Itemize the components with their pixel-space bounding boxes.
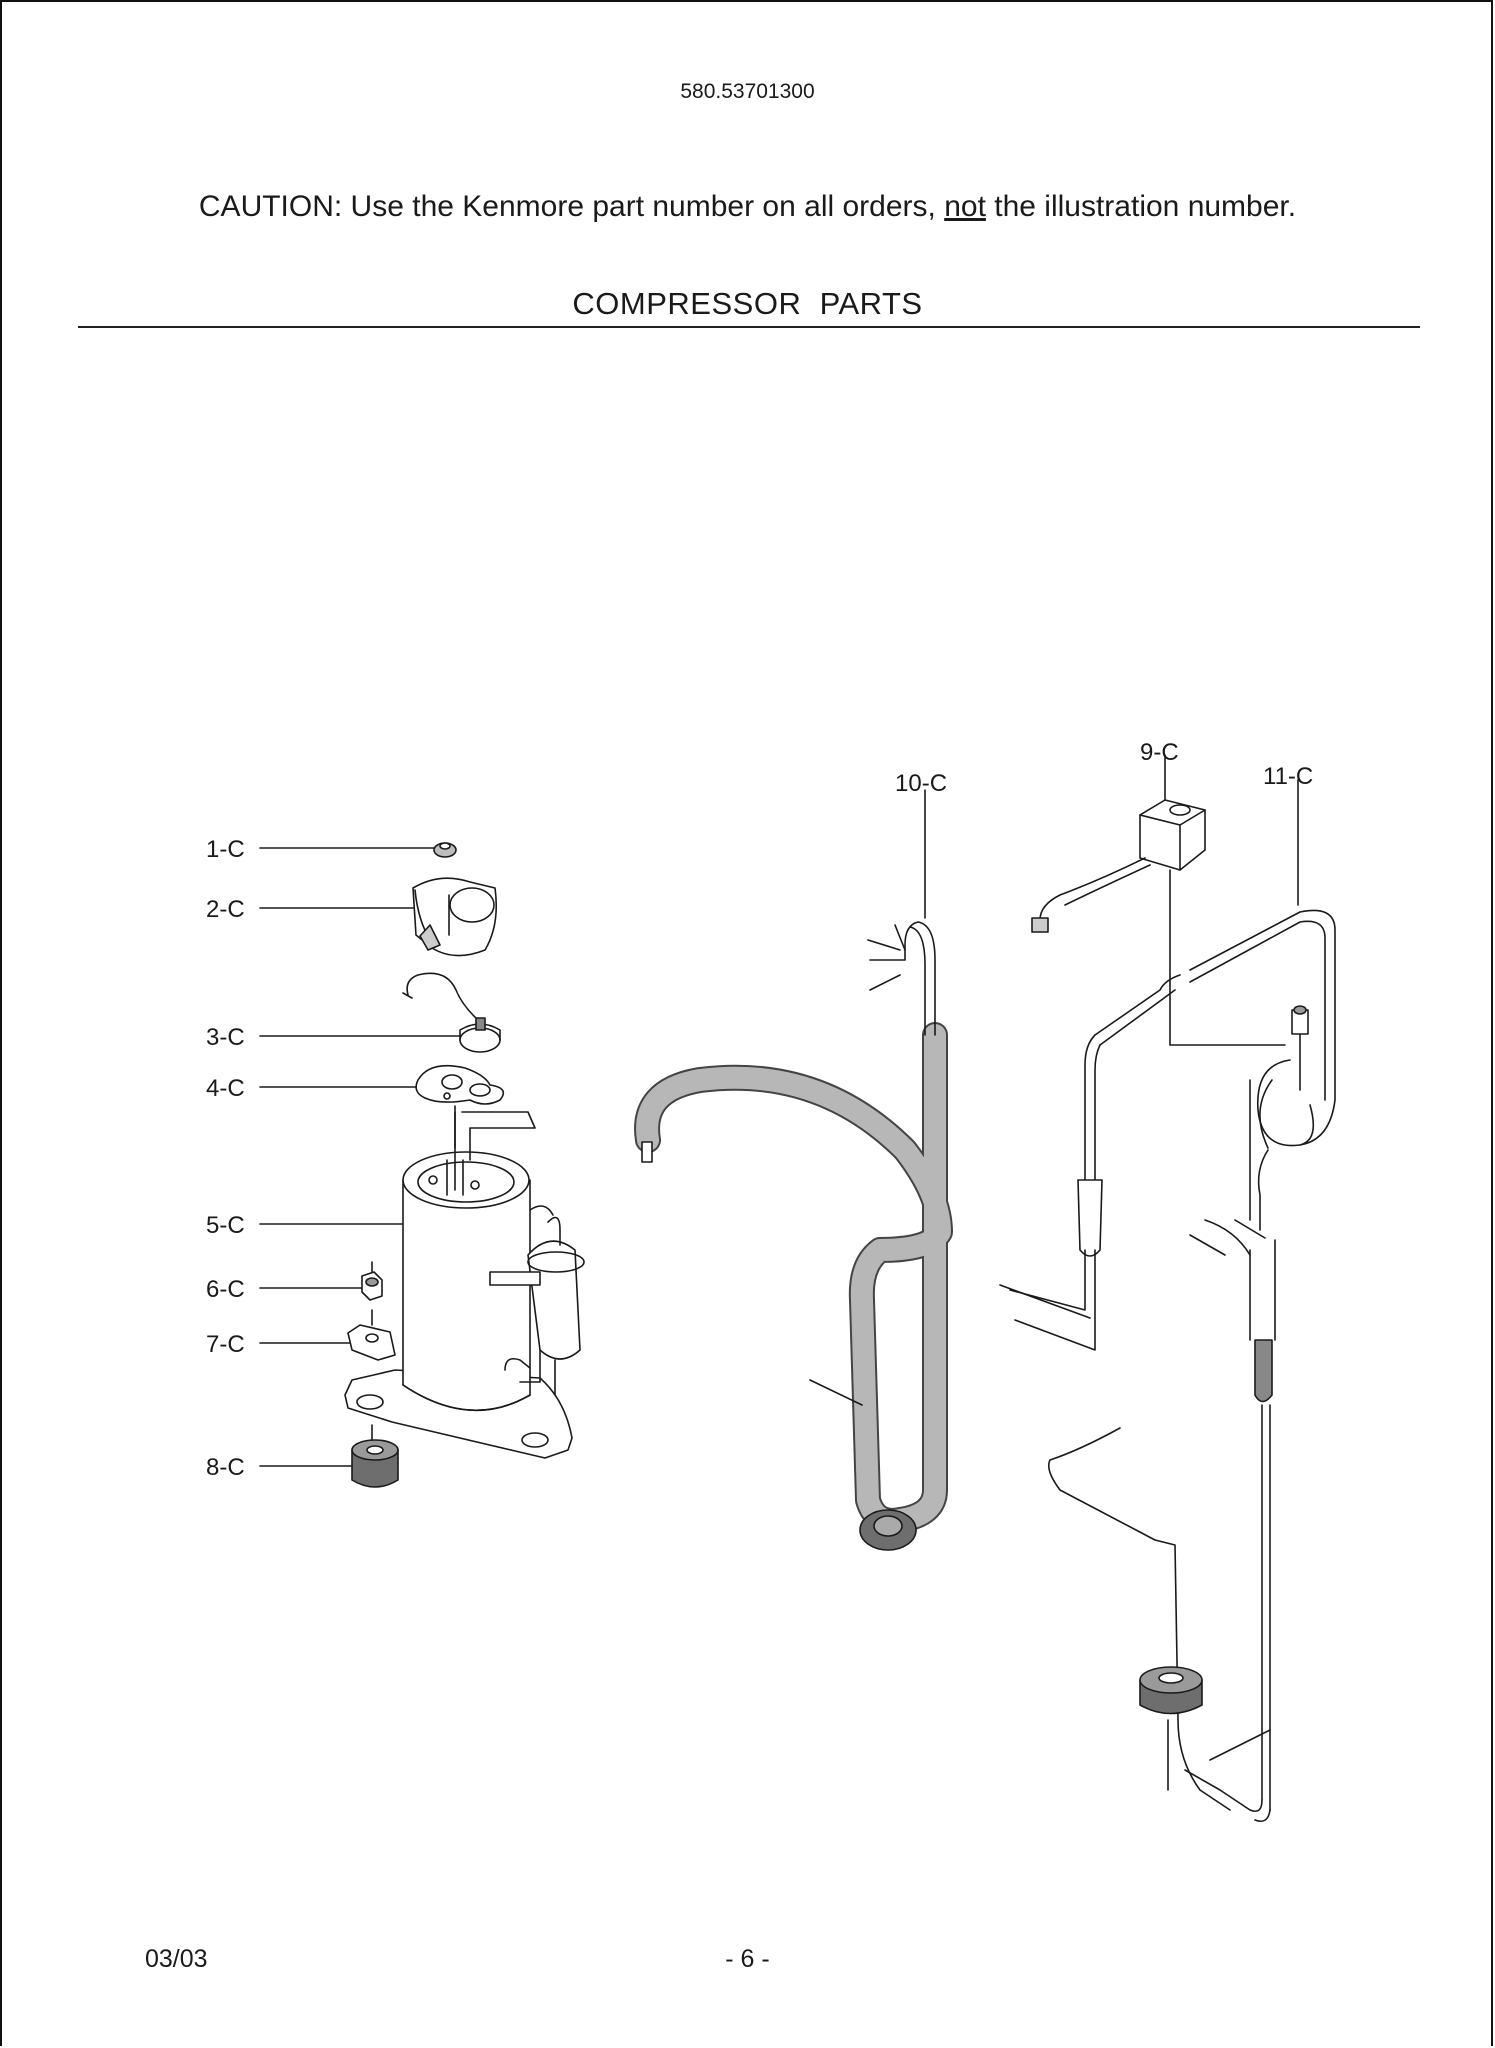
part-1c-nut xyxy=(433,842,457,858)
part-10c-suction-pipe xyxy=(634,789,953,1551)
footer-date: 03/03 xyxy=(145,1945,208,1973)
part-2c-terminal-cover xyxy=(412,877,498,957)
callout-labels: 1-C 2-C 3-C 4-C 5-C 6-C 7-C 8-C 9-C 10-C… xyxy=(206,739,1313,1481)
callout-7c: 7-C xyxy=(206,1331,245,1358)
callout-3c: 3-C xyxy=(206,1024,245,1051)
callout-4c: 4-C xyxy=(206,1075,245,1102)
caution-text-suffix: the illustration number. xyxy=(985,190,1297,223)
part-5c-compressor xyxy=(344,1111,585,1459)
part-6c-nut xyxy=(361,1261,383,1301)
caution-text-prefix: CAUTION: Use the Kenmore part number on … xyxy=(198,190,945,223)
callout-5c: 5-C xyxy=(206,1212,245,1239)
part-3c-overload-protector xyxy=(402,972,501,1053)
callout-2c: 2-C xyxy=(206,896,245,923)
caution-notice: CAUTION: Use the Kenmore part number on … xyxy=(0,190,1495,224)
part-7c-washer xyxy=(347,1309,396,1361)
section-title: COMPRESSOR PARTS xyxy=(572,286,923,321)
part-11c-pipe-assembly xyxy=(999,779,1336,1823)
callout-1c: 1-C xyxy=(206,836,245,863)
part-8c-grommet xyxy=(351,1424,399,1488)
callout-6c: 6-C xyxy=(206,1276,245,1303)
callout-9c: 9-C xyxy=(1140,739,1179,766)
caution-emphasis: not xyxy=(944,190,986,223)
title-divider xyxy=(78,326,1420,328)
part-4c-gasket xyxy=(415,1064,505,1149)
part-9c-valve-coil xyxy=(1031,754,1286,1046)
callout-10c: 10-C xyxy=(895,770,947,797)
callout-8c: 8-C xyxy=(206,1454,245,1481)
page-number: - 6 - xyxy=(725,1945,770,1973)
document-number: 580.53701300 xyxy=(680,80,815,103)
callout-11c: 11-C xyxy=(1263,763,1313,790)
leader-lines-left xyxy=(259,847,463,1467)
